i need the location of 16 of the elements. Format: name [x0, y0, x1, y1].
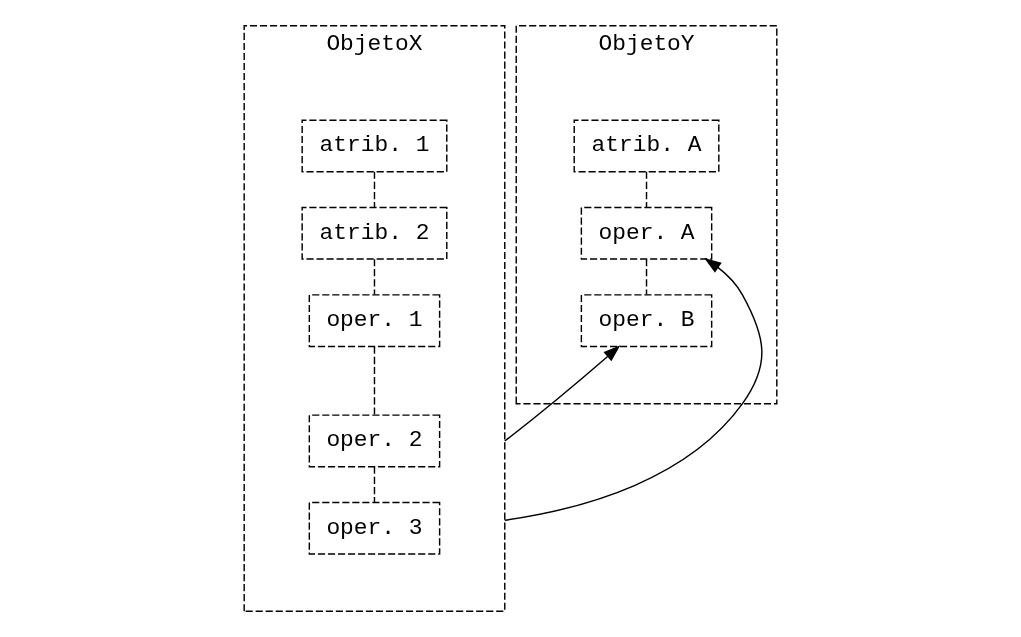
connector — [645, 171, 648, 208]
node-box: oper. B — [580, 294, 713, 348]
connector — [373, 171, 376, 208]
node-box: oper. 3 — [308, 501, 441, 555]
node-box: atrib. 2 — [301, 206, 448, 260]
connector — [373, 258, 376, 296]
node-box: oper. 1 — [308, 294, 441, 348]
connector — [645, 258, 648, 296]
node-box: atrib. A — [573, 119, 720, 173]
node-box: oper. A — [580, 206, 713, 260]
node-box: atrib. 1 — [301, 119, 448, 173]
arrow — [504, 345, 621, 442]
arrow — [504, 257, 763, 521]
node-box: oper. 2 — [308, 414, 441, 468]
connector — [373, 466, 376, 503]
connector — [373, 346, 376, 416]
